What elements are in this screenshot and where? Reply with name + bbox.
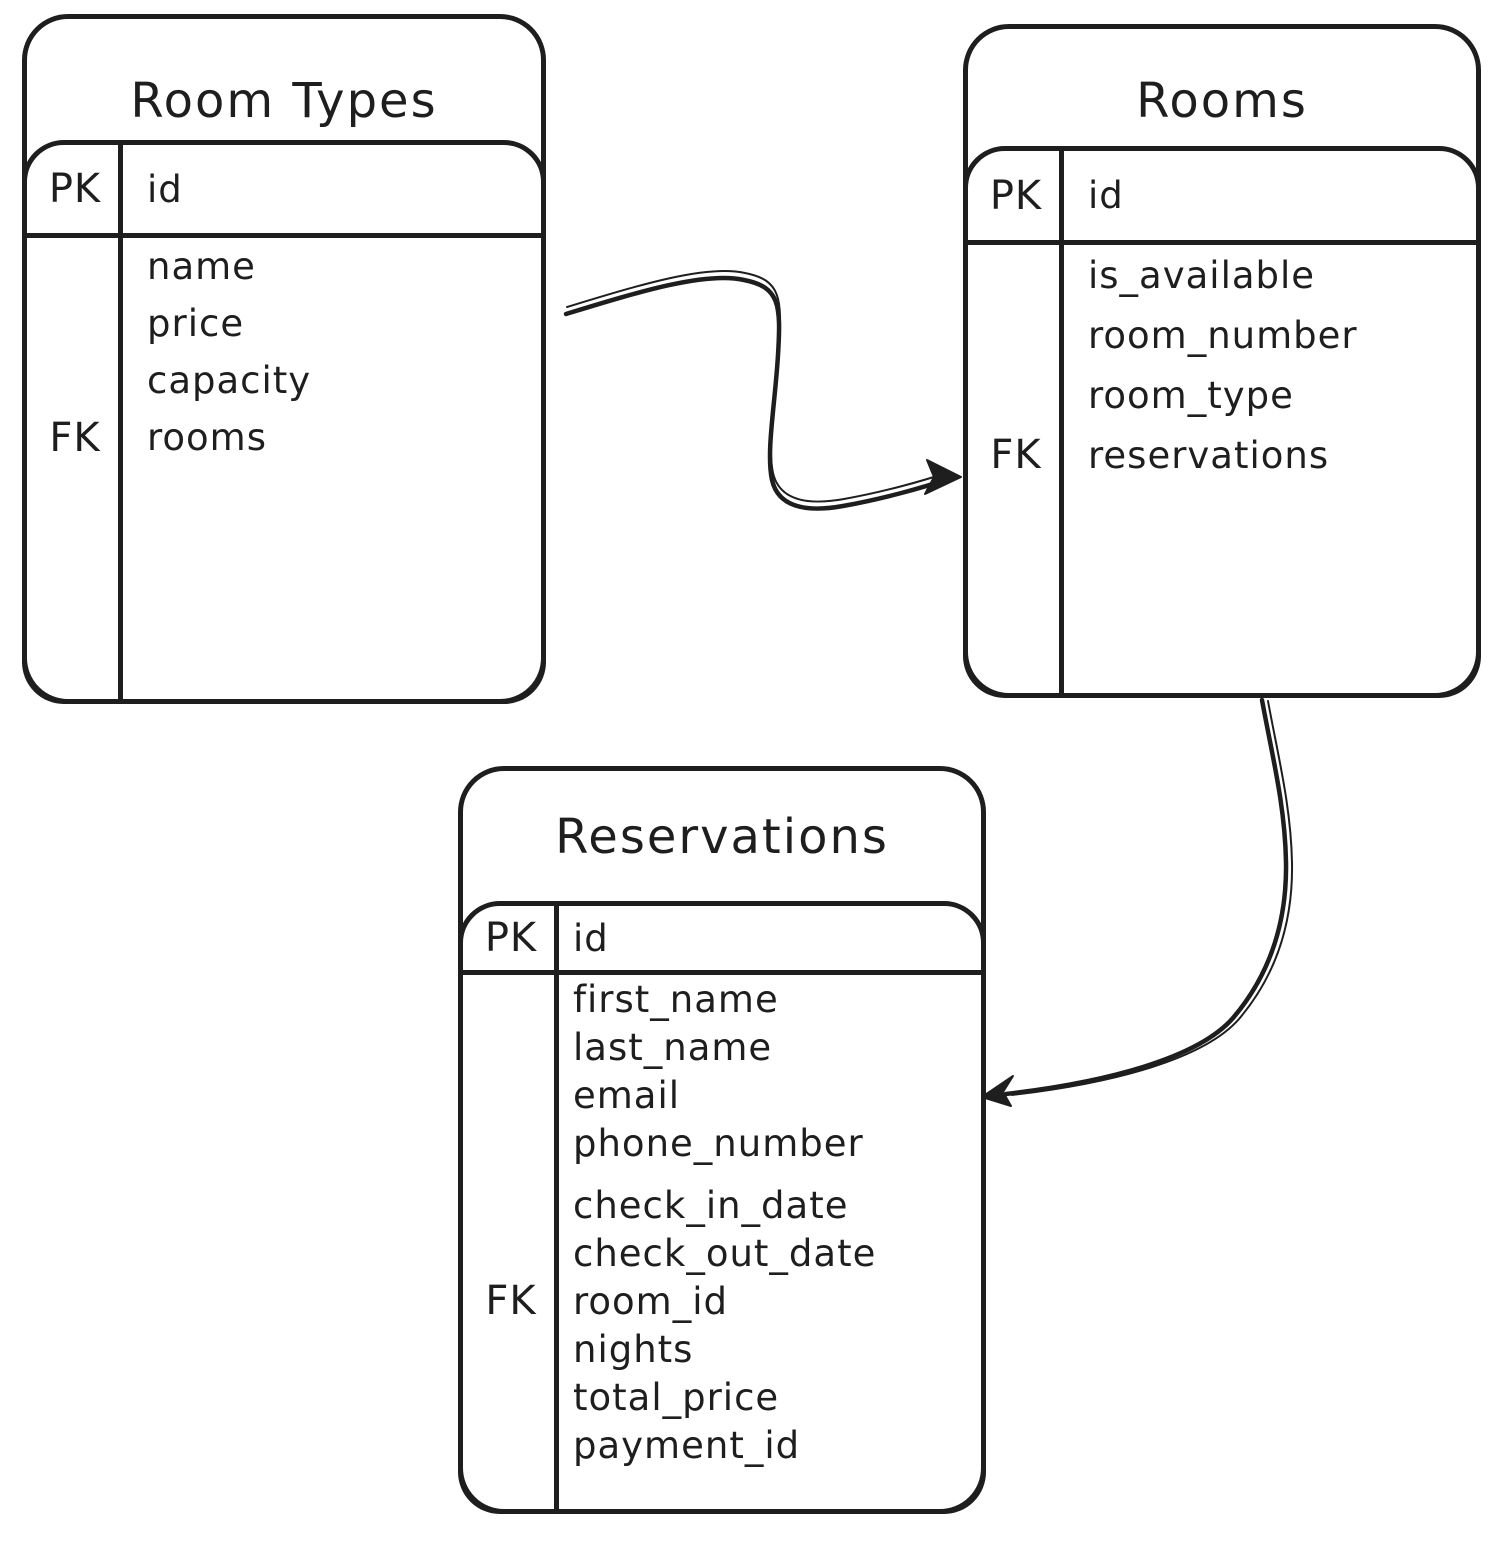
row-field-name: id — [573, 916, 609, 960]
connector-rooms-to-reservations[interactable] — [981, 697, 1294, 1107]
row-field-name: total_price — [573, 1375, 780, 1419]
table-row: first_name — [463, 975, 981, 1023]
arrowhead-icon — [981, 1075, 1014, 1107]
table-row: PK id — [968, 151, 1476, 240]
table-row: PK id — [27, 145, 541, 233]
table-row: FK reservations — [968, 425, 1476, 485]
row-key-label: PK — [484, 915, 538, 961]
fields-panel: PK id name price capacity FK roo — [22, 140, 546, 704]
table-row: check_in_date — [463, 1181, 981, 1229]
table-row: payment_id — [463, 1421, 981, 1469]
table-row: name — [27, 238, 541, 295]
key-column-divider — [554, 906, 559, 1509]
row-field-name: email — [573, 1073, 681, 1117]
arrowhead-icon — [924, 459, 962, 495]
table-body: first_name last_name email phone_number … — [463, 975, 981, 1469]
table-row: FK room_id — [463, 1277, 981, 1325]
row-field-name: check_out_date — [573, 1231, 877, 1275]
header-divider — [463, 970, 981, 975]
row-field-name: reservations — [1088, 433, 1330, 477]
row-field-name: phone_number — [573, 1121, 864, 1165]
row-field-name: id — [1088, 174, 1124, 217]
table-body: is_available room_number room_type FK re… — [968, 245, 1476, 485]
row-key-label: FK — [485, 1278, 537, 1324]
table-row: capacity — [27, 352, 541, 409]
table-title: Room Types — [130, 73, 438, 129]
table-row: phone_number — [463, 1119, 981, 1167]
row-field-name: payment_id — [573, 1423, 801, 1467]
row-field-name: is_available — [1088, 253, 1316, 297]
table-row: is_available — [968, 245, 1476, 305]
table-row: nights — [463, 1325, 981, 1373]
row-key-label: FK — [49, 414, 101, 461]
row-key-label: PK — [48, 166, 102, 212]
row-field-name: room_type — [1088, 373, 1294, 417]
row-field-name: capacity — [147, 359, 312, 402]
row-field-name: name — [147, 245, 256, 288]
fields-panel: PK id is_available room_number room_type… — [963, 146, 1481, 698]
row-field-name: first_name — [573, 977, 779, 1021]
row-field-name: room_id — [573, 1279, 728, 1323]
row-field-name: price — [147, 302, 245, 345]
table-row: FK rooms — [27, 409, 541, 466]
table-row: room_number — [968, 305, 1476, 365]
connector-room-types-to-rooms[interactable] — [563, 269, 962, 511]
table-row: email — [463, 1071, 981, 1119]
row-field-name: rooms — [147, 416, 267, 459]
row-field-name: id — [147, 167, 183, 211]
fields-panel: PK id first_name last_name email — [458, 901, 986, 1514]
table-body: name price capacity FK rooms — [27, 238, 541, 466]
row-key-label: PK — [989, 172, 1043, 219]
row-field-name: check_in_date — [573, 1183, 849, 1227]
table-row: PK id — [463, 906, 981, 970]
table-title: Reservations — [555, 809, 889, 865]
row-field-name: nights — [573, 1327, 694, 1371]
row-field-name: last_name — [573, 1025, 773, 1069]
table-row: price — [27, 295, 541, 352]
table-row: last_name — [463, 1023, 981, 1071]
table-row: room_type — [968, 365, 1476, 425]
table-node-room-types[interactable]: Room Types PK id name price capacity — [22, 14, 546, 704]
table-row: total_price — [463, 1373, 981, 1421]
key-column-divider — [118, 145, 123, 699]
table-node-reservations[interactable]: Reservations PK id first_name last_name — [458, 766, 986, 1514]
row-key-label: FK — [990, 432, 1042, 478]
header-divider — [968, 240, 1476, 245]
header-divider — [27, 233, 541, 238]
key-column-divider — [1059, 151, 1064, 693]
row-field-name: room_number — [1088, 313, 1358, 357]
table-title: Rooms — [1136, 73, 1308, 129]
table-row: check_out_date — [463, 1229, 981, 1277]
table-node-rooms[interactable]: Rooms PK id is_available room_number — [963, 24, 1481, 698]
